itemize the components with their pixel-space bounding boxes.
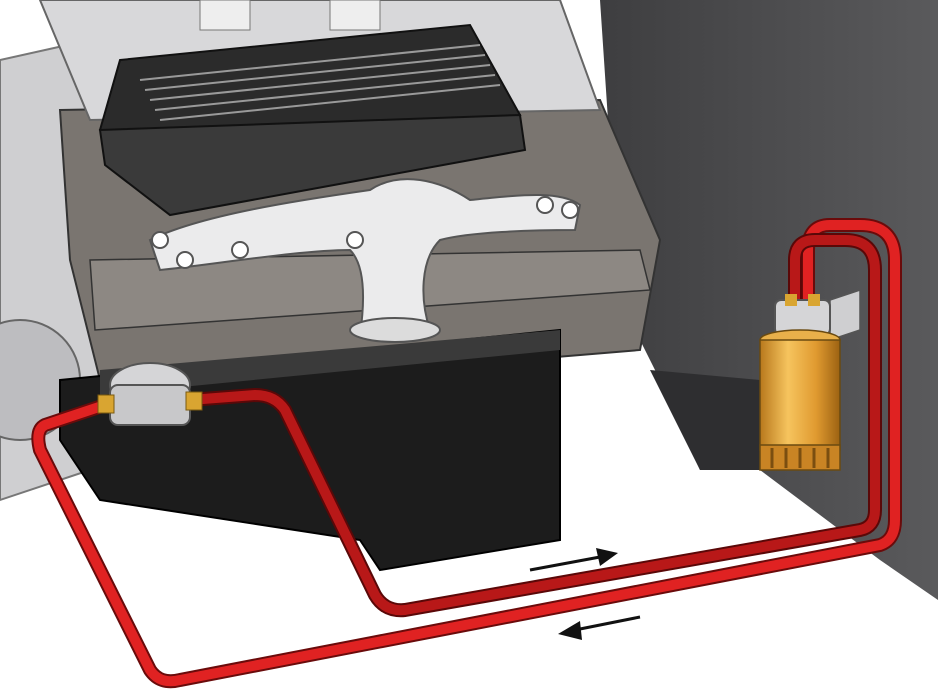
flow-arrow-right-icon [529, 548, 618, 572]
filter-adapter [97, 362, 203, 426]
oil-hose-feed [183, 233, 882, 618]
oil-hose-return [31, 218, 902, 689]
exhaust-manifold [148, 178, 582, 337]
flow-arrow-left-icon [558, 615, 641, 640]
frame-rail [650, 370, 760, 470]
valve-cover-fins [139, 44, 501, 121]
remote-oil-filter [759, 288, 861, 471]
firewall [600, 0, 938, 600]
